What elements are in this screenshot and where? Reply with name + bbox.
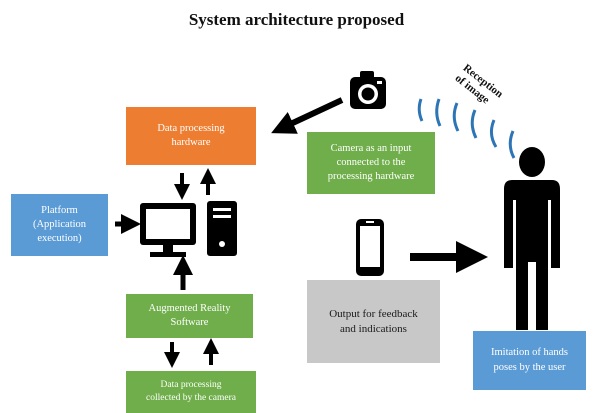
- platform-box: Platform (Application execution): [11, 194, 108, 256]
- camera-input-box: Camera as an input connected to the proc…: [307, 132, 435, 194]
- augmented-reality-box: Augmented Reality Software: [126, 294, 253, 338]
- data-collected-box: Data processing collected by the camera: [126, 371, 256, 413]
- diagram-title: System architecture proposed: [188, 10, 405, 29]
- signal-waves-icon: [417, 98, 516, 159]
- person-icon: [504, 147, 560, 330]
- output-feedback-box: Output for feedback and indications: [307, 280, 440, 363]
- computer-icon: [140, 201, 237, 257]
- camera-icon: [350, 71, 386, 109]
- smartphone-icon: [356, 219, 384, 276]
- imitation-box: Imitation of hands poses by the user: [473, 331, 586, 390]
- arrow-camera-to-hardware: [271, 97, 344, 134]
- data-processing-hardware-box: Data processing hardware: [126, 107, 256, 165]
